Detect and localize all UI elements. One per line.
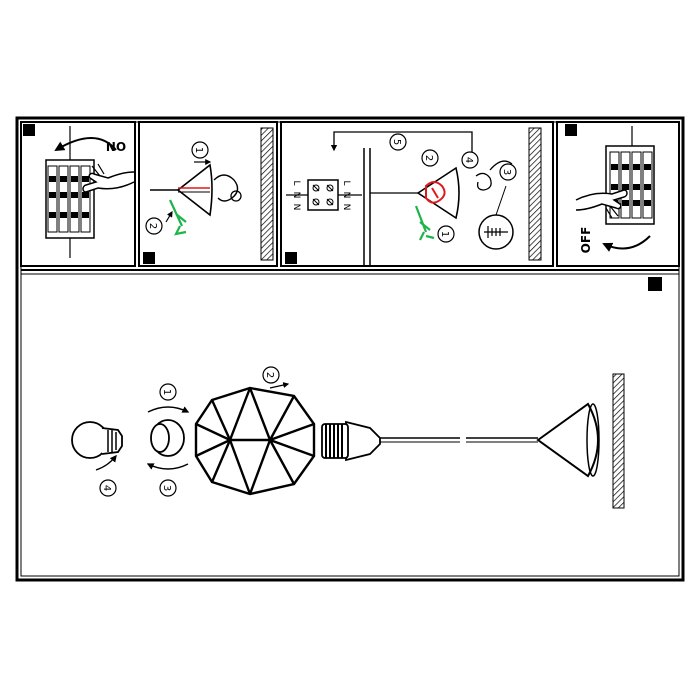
step-badge-3: 3	[499, 163, 517, 181]
step-badge-1: 1	[159, 383, 177, 401]
corner-marker	[565, 124, 577, 136]
svg-text:N: N	[291, 204, 301, 211]
fuse-box	[605, 126, 655, 225]
svg-text:1: 1	[439, 231, 450, 237]
hand-icon	[575, 189, 628, 219]
step-badge-4: 4	[99, 479, 117, 497]
terminal-block: L N N L N N	[286, 179, 362, 211]
svg-text:2: 2	[147, 223, 158, 229]
step-badge-1: 1	[437, 225, 455, 243]
inner-frame	[20, 121, 680, 577]
panel-canopy-detach: 1 2	[138, 121, 278, 267]
step-badge-2: 2	[262, 366, 280, 384]
corner-marker	[143, 252, 155, 264]
switch-off-label: OFF	[579, 227, 593, 254]
panel-assembly: 2 1 3 4	[71, 277, 662, 509]
light-bulb-icon	[71, 421, 123, 471]
corner-marker	[648, 277, 662, 291]
svg-text:4: 4	[463, 157, 474, 163]
rotate-arrow-icon	[602, 235, 651, 252]
outer-frame	[15, 116, 685, 582]
ceiling-hatch	[260, 127, 274, 261]
hand-icon	[82, 163, 135, 193]
svg-text:3: 3	[161, 485, 172, 491]
fuse-box	[45, 126, 95, 258]
step-badge-1: 1	[191, 141, 209, 159]
ceiling-hatch	[528, 127, 542, 261]
panel-wiring: 5 L N N L N N	[280, 121, 554, 267]
canopy-icon	[536, 402, 599, 478]
ceiling-hatch	[612, 373, 625, 509]
screwdriver-icon	[414, 205, 435, 241]
step-badge-4: 4	[461, 151, 479, 169]
svg-text:N: N	[341, 204, 351, 211]
svg-text:1: 1	[193, 147, 204, 153]
wire-coil	[475, 160, 513, 191]
cord-grip-highlight	[425, 181, 446, 204]
svg-text:1: 1	[161, 389, 172, 395]
shade-ring	[146, 406, 190, 470]
panel-switch-on: ON	[20, 121, 136, 267]
svg-text:4: 4	[101, 485, 112, 491]
step-badge-5: 5	[389, 133, 407, 151]
svg-text:L: L	[341, 180, 351, 185]
step-badge-2: 2	[421, 149, 439, 167]
step-badge-3: 3	[159, 479, 177, 497]
svg-text:5: 5	[391, 139, 402, 145]
svg-text:2: 2	[264, 372, 275, 378]
socket-holder	[321, 420, 381, 462]
svg-text:L: L	[291, 180, 301, 185]
corner-marker	[23, 124, 35, 136]
screwdriver-icon	[169, 199, 187, 236]
cage-shade	[194, 386, 316, 496]
step5-arrow	[330, 131, 473, 158]
panel-switch-off: OFF	[556, 121, 680, 267]
wire-loop	[213, 174, 239, 202]
svg-text:2: 2	[423, 155, 434, 161]
rotate-arrow-icon	[54, 137, 117, 152]
corner-marker	[285, 252, 297, 264]
svg-text:3: 3	[501, 169, 512, 175]
canopy-icon	[416, 166, 460, 220]
switch-on-label: ON	[106, 139, 126, 153]
step-badge-2: 2	[145, 217, 163, 235]
canopy-icon	[176, 163, 213, 217]
